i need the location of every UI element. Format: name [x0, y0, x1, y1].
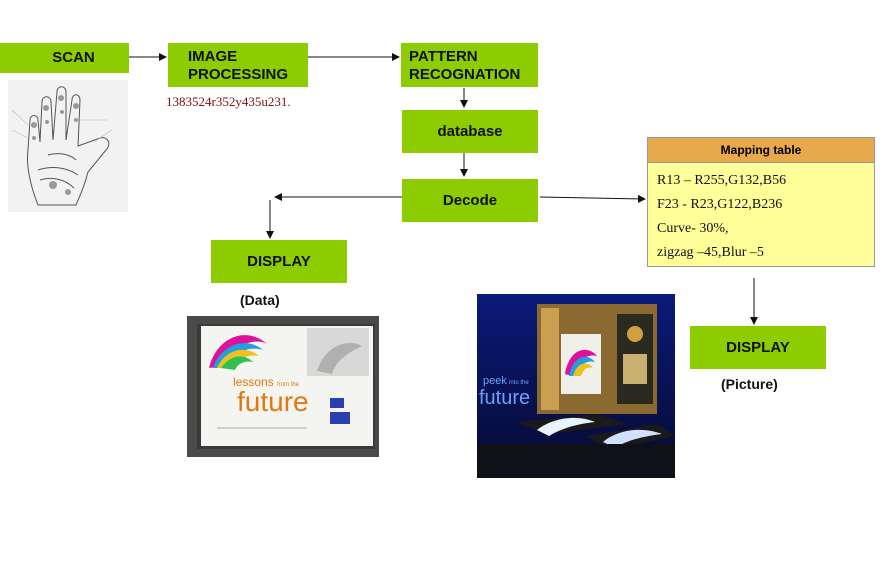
- mapping-row: zigzag –45,Blur –5: [657, 245, 764, 260]
- screen-text-lessons: lessons: [233, 375, 274, 389]
- node-pattern-recognition: PATTERN RECOGNATION: [401, 43, 538, 87]
- node-database-label: database: [437, 122, 503, 140]
- mapping-table: Mapping table R13 – R255,G132,B56 F23 - …: [647, 137, 875, 267]
- screen-text-from-the: from the: [277, 382, 300, 388]
- mapping-row: Curve- 30%,: [657, 221, 729, 236]
- screen-text-peek: peek: [483, 375, 507, 387]
- node-image-processing-line1: IMAGE: [188, 48, 238, 65]
- picture-display-image: peek into the future: [477, 294, 675, 478]
- node-pattern-line1: PATTERN: [409, 48, 478, 65]
- screen-text-future: future: [237, 386, 309, 417]
- node-database: database: [402, 110, 538, 153]
- node-decode: Decode: [402, 179, 538, 222]
- palm-scan-image: [8, 80, 128, 212]
- screen-text-into-the: into the: [509, 380, 529, 386]
- caption-data: (Data): [240, 292, 280, 308]
- data-display-image: lessons from the future: [187, 316, 379, 457]
- mapping-row: F23 - R23,G122,B236: [657, 197, 783, 212]
- node-display-picture-label: DISPLAY: [726, 338, 790, 356]
- node-decode-label: Decode: [442, 191, 498, 209]
- node-display-picture: DISPLAY: [690, 326, 826, 369]
- node-image-processing-line2: PROCESSING: [188, 66, 289, 83]
- arrow-decode-to-mapping: [539, 194, 646, 203]
- mapping-row: R13 – R255,G132,B56: [657, 173, 787, 188]
- code-string: 1383524r352y435u231.: [166, 94, 291, 109]
- screen-text-future2: future: [479, 387, 530, 409]
- node-display-data: DISPLAY: [211, 240, 347, 283]
- node-image-processing: IMAGE PROCESSING: [168, 43, 308, 87]
- mapping-table-rows: R13 – R255,G132,B56 F23 - R23,G122,B236 …: [648, 163, 874, 265]
- node-display-data-label: DISPLAY: [247, 252, 311, 270]
- node-pattern-line2: RECOGNATION: [409, 66, 521, 83]
- mapping-table-title: Mapping table: [648, 138, 874, 163]
- node-scan-label: SCAN: [52, 49, 95, 66]
- caption-picture: (Picture): [721, 376, 778, 392]
- node-scan: SCAN: [0, 43, 129, 73]
